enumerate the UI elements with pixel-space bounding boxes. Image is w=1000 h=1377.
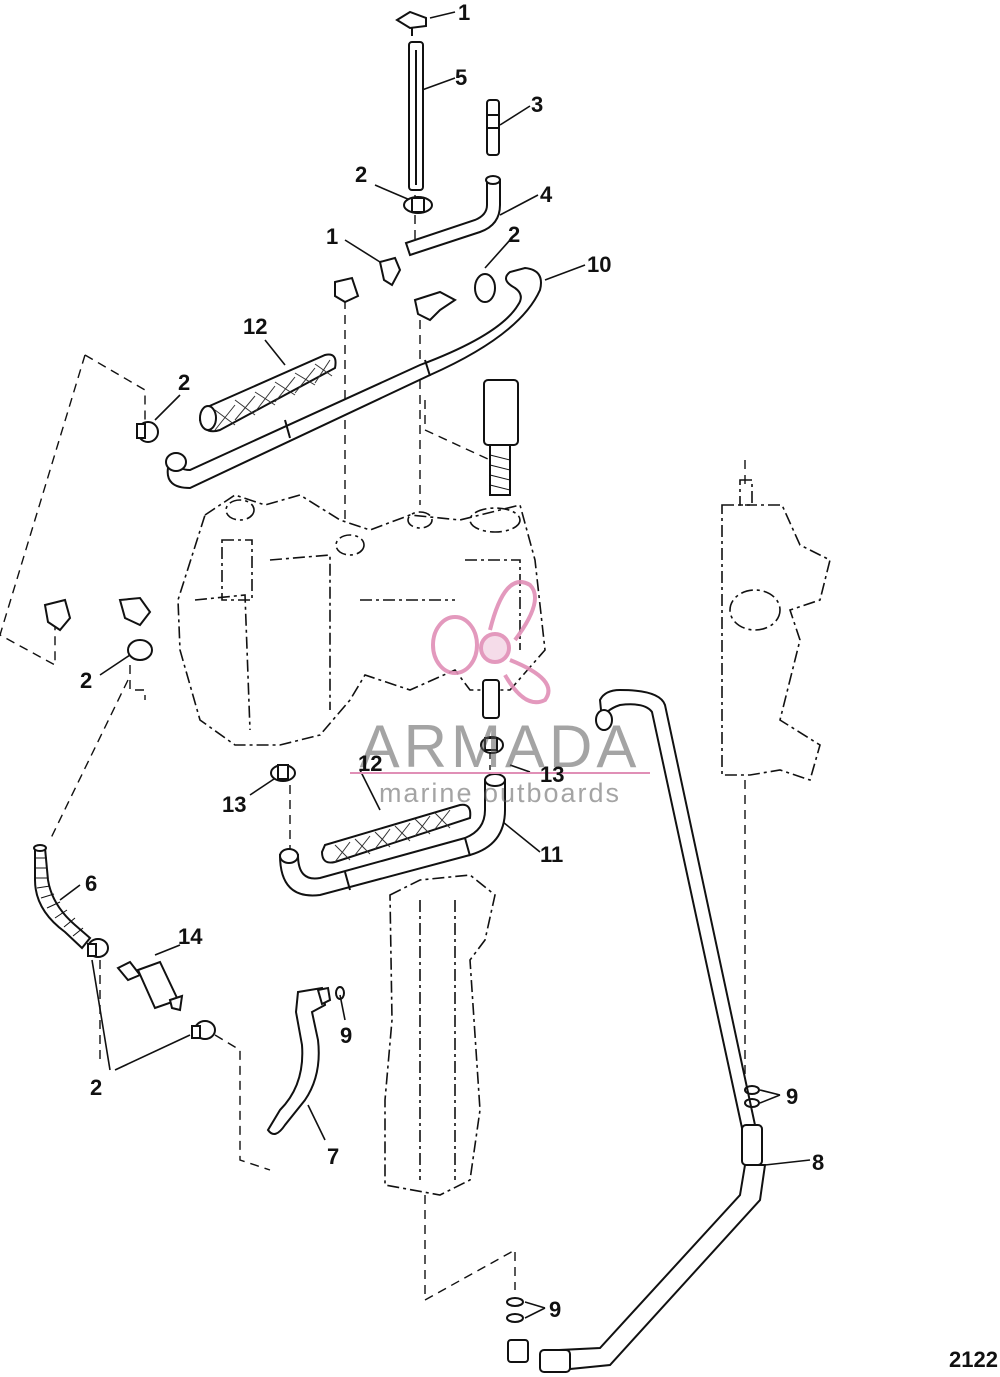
callout-13-left: 13 xyxy=(222,792,247,817)
part-2-clamp-filter-left xyxy=(87,938,109,958)
callout-13-right: 13 xyxy=(540,762,565,787)
callout-9-left: 9 xyxy=(340,1023,353,1048)
part-8-fuel-line xyxy=(507,688,767,1373)
callout-1-middle: 1 xyxy=(326,224,339,249)
callout-3: 3 xyxy=(531,92,544,117)
part-2-clamp-left xyxy=(136,421,159,443)
callout-12-lower: 12 xyxy=(358,751,383,776)
sensor-assembly xyxy=(483,379,519,496)
part-2-clamp-mid xyxy=(127,639,153,661)
assembly-guide-lines xyxy=(0,60,746,1302)
callout-10: 10 xyxy=(587,252,612,277)
block-outlet-fitting xyxy=(482,679,500,719)
callout-14: 14 xyxy=(178,924,203,949)
part-5-tube xyxy=(408,41,424,191)
part-2-clamp-hose10 xyxy=(474,273,496,303)
part-11-u-hose xyxy=(278,773,506,897)
part-10-hose xyxy=(165,266,542,490)
part-12-sleeve-upper xyxy=(198,353,337,433)
callout-9-right: 9 xyxy=(786,1084,799,1109)
watermark-propeller-logo xyxy=(431,580,551,705)
callout-7: 7 xyxy=(327,1144,340,1169)
callout-4: 4 xyxy=(540,182,553,207)
part-14-inline-filter xyxy=(116,960,184,1012)
part-2-clamp-filter-right xyxy=(191,1020,216,1040)
callout-8: 8 xyxy=(812,1150,825,1175)
callout-11: 11 xyxy=(540,842,564,867)
part-13-clamp-left xyxy=(270,764,296,782)
elbow-fittings-left xyxy=(43,596,152,632)
part-6-corrugated-hose xyxy=(33,844,92,950)
watermark-tagline: marine outboards xyxy=(378,778,622,808)
part-9-o-rings xyxy=(335,986,760,1323)
part-2-clamp-upper xyxy=(403,196,433,214)
part-12-sleeve-lower xyxy=(320,803,472,864)
callout-12-upper: 12 xyxy=(243,314,268,339)
callout-2-mid-clamp: 2 xyxy=(80,668,93,693)
callout-2-left-clamp: 2 xyxy=(178,370,191,395)
part-7-hose xyxy=(266,986,332,1135)
callout-6: 6 xyxy=(85,871,98,896)
fuel-rail-right xyxy=(721,479,831,782)
part-1-screw-top xyxy=(395,10,427,36)
part-3-fitting xyxy=(486,99,500,156)
watermark-brand-name: ARMADA xyxy=(359,713,641,780)
part-1-screw-middle xyxy=(378,256,402,287)
part-13-clamp-right xyxy=(480,736,504,754)
callout-5: 5 xyxy=(455,65,468,90)
leader-lines xyxy=(59,11,811,1319)
callout-2-filter-clamps: 2 xyxy=(90,1075,103,1100)
part-4-elbow-hose xyxy=(404,175,501,257)
block-top-fittings xyxy=(334,276,457,322)
callout-2-hose-clamp: 2 xyxy=(508,222,521,247)
callout-2-tube-clamp: 2 xyxy=(355,162,368,187)
callout-9-bottom: 9 xyxy=(549,1297,562,1322)
figure-number: 2122 xyxy=(949,1347,998,1372)
fuel-rail-lower xyxy=(384,874,496,1196)
callout-1-top: 1 xyxy=(458,0,471,25)
